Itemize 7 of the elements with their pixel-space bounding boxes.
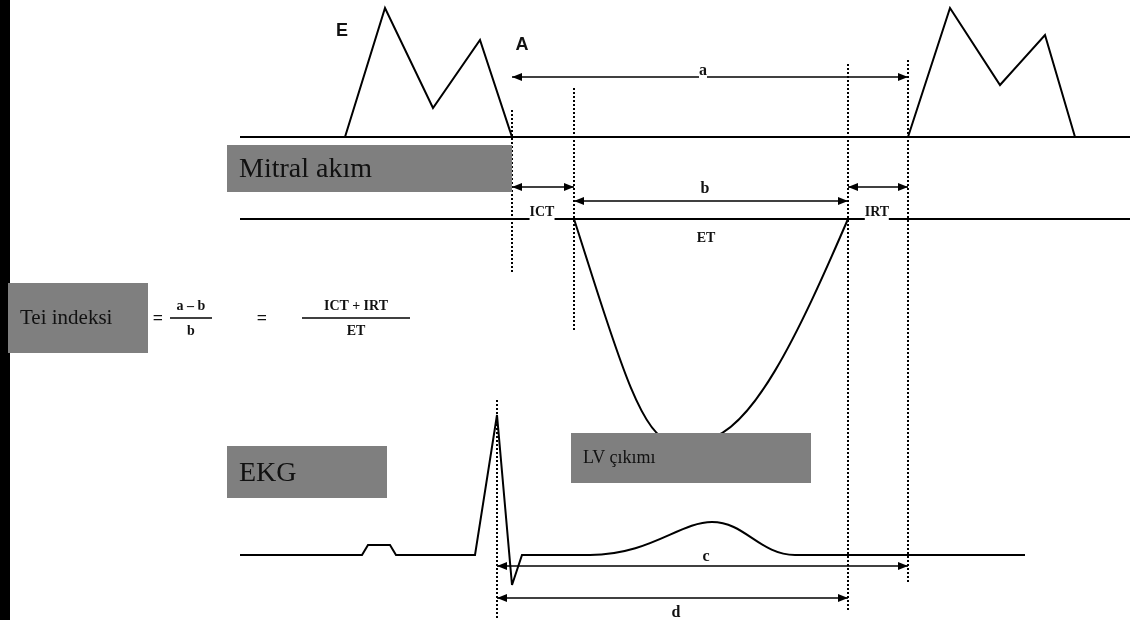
dimension-label: IRT — [864, 204, 890, 220]
label-box: EKG — [227, 446, 387, 498]
label-box: Tei indeksi — [8, 283, 148, 353]
label-box: Mitral akım — [227, 145, 512, 192]
dimension-label: d — [671, 603, 681, 620]
label-box: LV çıkımı — [571, 433, 811, 483]
dimension-label: ICT — [529, 204, 555, 220]
